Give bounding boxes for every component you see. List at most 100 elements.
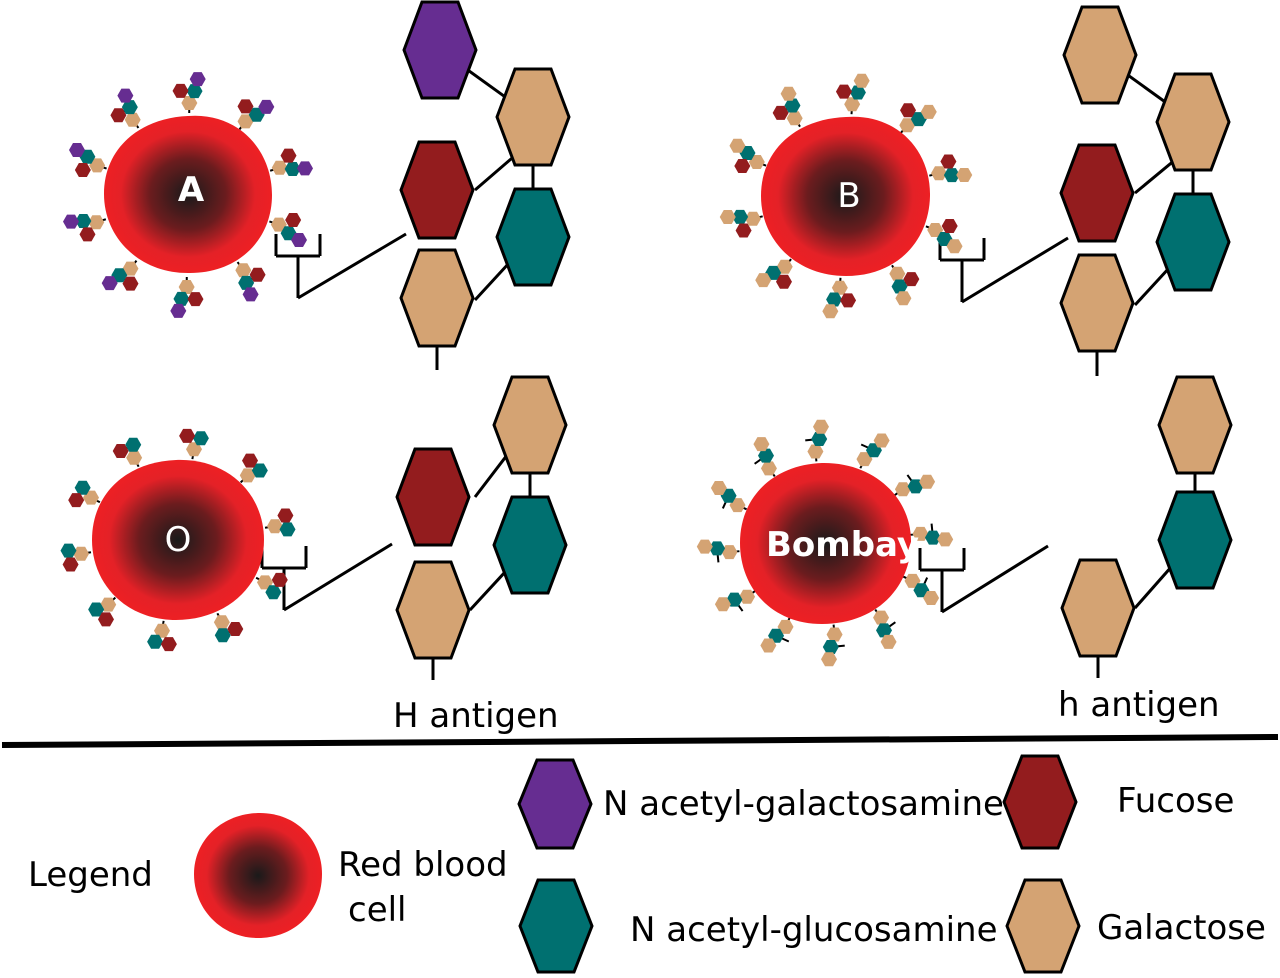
rbc-o-antigen-base [213, 615, 230, 630]
rbc-o-antigen-base [82, 490, 99, 505]
chain-b-zoom-line [961, 236, 1069, 304]
divider-line [1, 734, 1279, 748]
chain-o-glcnac [492, 495, 568, 595]
legend-rbc-icon [194, 812, 322, 938]
rbc-b-antigen-side [775, 274, 792, 289]
legend-fucose-label: Fucose [1117, 781, 1234, 821]
rbc-bombay-antigen-mid [822, 639, 839, 654]
rbc-o-antigen-side [277, 508, 294, 523]
rbc-a-antigen-top [242, 287, 259, 302]
rbc-a-antigen-mid [75, 213, 92, 228]
chain-a-glcnac [495, 187, 571, 287]
chain-a-fucose [399, 140, 475, 240]
rbc-bombay-antigen-base [739, 589, 756, 604]
rbc-a-antigen-side [249, 267, 266, 282]
rbc-bombay-antigen-base [912, 526, 929, 541]
rbc-o-antigen-base [73, 546, 90, 561]
chain-bombay-glcnac [1157, 490, 1233, 590]
rbc-o-antigen-mid [265, 585, 282, 600]
rbc-o-antigen-mid [147, 634, 164, 649]
rbc-o-antigen-base [126, 450, 143, 465]
rbc-b-antigen-mid [849, 85, 866, 100]
h-antigen-label-lower: h antigen [1058, 685, 1220, 725]
rbc-b-antigen-top [719, 209, 736, 224]
rbc-a-antigen-side [187, 292, 204, 307]
rbc-a-antigen-top [101, 276, 118, 291]
legend-galactose-label: Galactose [1097, 908, 1266, 948]
chain-b-galactose [1155, 72, 1231, 172]
cell-label-o: O [165, 520, 192, 560]
rbc-a-antigen-side [74, 162, 91, 177]
legend-rbc-label-line1: Red blood [338, 845, 508, 885]
rbc-a-antigen-base [271, 160, 288, 175]
rbc-bombay-antigen-base [856, 452, 873, 467]
rbc-b: B [761, 116, 931, 276]
rbc-o-body [92, 459, 264, 620]
chain-a-galactose [495, 67, 571, 167]
rbc-a-antigen-top [258, 99, 275, 114]
rbc-b-antigen-base [831, 280, 848, 295]
rbc-a-antigen-side [280, 148, 297, 163]
rbc-a-antigen-mid [186, 84, 203, 99]
chain-a-zoom-line [297, 232, 407, 300]
chain-b-glcnac [1155, 192, 1231, 292]
rbc-bombay-antigen-mid [709, 541, 726, 556]
rbc-bombay-antigen-base [894, 482, 911, 497]
rbc-a-antigen-base [270, 217, 287, 232]
rbc-a-antigen-top [189, 72, 206, 87]
rbc-o-antigen-side [160, 637, 177, 652]
chain-o-galactose [492, 375, 568, 475]
legend-galnac-icon [517, 758, 593, 850]
cell-label-bombay: Bombay [766, 525, 919, 565]
chain-b-fucose [1059, 143, 1135, 243]
rbc-b-antigen-side [941, 219, 958, 234]
rbc-b-antigen-base [776, 259, 793, 274]
rbc-b-antigen-top [853, 73, 870, 88]
rbc-o-antigen-side [97, 612, 114, 627]
rbc-a-antigen-mid [173, 291, 190, 306]
legend: Legend Red blood cell N acetyl-galactosa… [28, 754, 1266, 974]
rbc-a-antigen-base [124, 112, 141, 127]
rbc-bombay-body [740, 462, 912, 624]
rbc-o-antigen-mid [125, 437, 142, 452]
rbc-a-antigen-mid [121, 100, 138, 115]
rbc-a-body [104, 115, 272, 274]
rbc-b-antigen-mid [739, 145, 756, 160]
rbc-a-antigen-side [285, 213, 302, 228]
rbc-b-antigen-mid [936, 232, 953, 247]
chain-o-fucose [395, 447, 471, 547]
rbc-o-antigen-mid [251, 463, 268, 478]
rbc-bombay: Bombay [740, 462, 919, 624]
legend-glcnac-label: N acetyl-glucosamine [630, 910, 998, 950]
rbc-b-antigen-side [734, 158, 751, 173]
rbc-b-antigen-base [748, 155, 765, 170]
rbc-a-antigen-top [291, 232, 308, 247]
rbc-a-antigen-top [170, 303, 187, 318]
chain-o-zoom-line [283, 542, 393, 612]
rbc-o-antigen-mid [60, 543, 77, 558]
rbc-a-antigen-side [110, 108, 127, 123]
rbc-o-antigen-mid [74, 480, 91, 495]
rbc-o-antigen-mid [279, 522, 296, 537]
legend-galnac-label: N acetyl-galactosamine [603, 784, 1004, 824]
rbc-bombay-antigen-top [714, 597, 731, 612]
rbc-bombay-antigen-base [721, 545, 738, 560]
rbc-bombay-antigen-base [904, 573, 921, 588]
rbc-a-antigen-mid [111, 268, 128, 283]
rbc-bombay-antigen-mid [811, 432, 828, 447]
rbc-bombay-antigen-mid [720, 488, 737, 503]
rbc-b-antigen-top [755, 273, 772, 288]
chain-a-galactose-base [399, 248, 475, 348]
rbc-o-antigen-base [153, 623, 170, 638]
rbc-b-antigen-top [946, 239, 963, 254]
cell-label-a: A [178, 170, 205, 210]
rbc-bombay-antigen-mid [757, 448, 774, 463]
rbc-o-antigen-side [68, 493, 85, 508]
rbc-b-antigen-base [786, 111, 803, 126]
rbc-o-antigen-side [62, 557, 79, 572]
rbc-b-antigen-base [899, 118, 916, 133]
rbc-a-antigen-mid [280, 226, 297, 241]
rbc-a-antigen-base [237, 114, 254, 129]
rbc-a-antigen-mid [248, 107, 265, 122]
legend-rbc-label-line2: cell [348, 890, 407, 930]
